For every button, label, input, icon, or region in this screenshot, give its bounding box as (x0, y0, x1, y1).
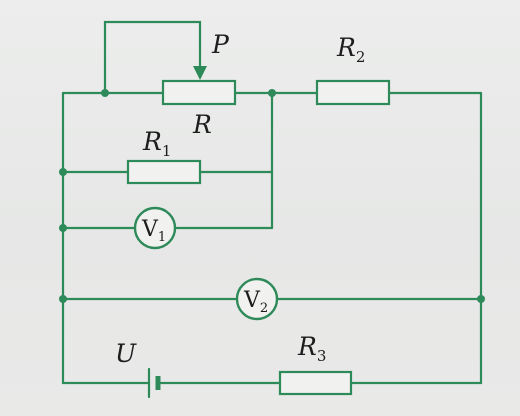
slider-wire (103, 20, 202, 95)
label-r1: R1 (142, 127, 171, 160)
node-r1-left (59, 168, 67, 176)
label-v2: V2 (243, 288, 268, 316)
junction-nodes (59, 89, 485, 303)
resistor-r2 (315, 79, 391, 106)
r1-branch (61, 159, 274, 185)
rheostat-r (161, 79, 237, 106)
resistor-r3 (278, 370, 353, 396)
slider-contact (103, 20, 207, 95)
resistor-r1 (126, 159, 202, 185)
node-v1-left (59, 224, 67, 232)
label-r3: R3 (297, 332, 326, 365)
label-r2: R2 (336, 33, 365, 66)
label-slider-p: P (211, 30, 230, 59)
node-slider-left (101, 89, 109, 97)
label-v1: V1 (141, 217, 166, 245)
slider-arrow-icon (193, 66, 207, 80)
node-top-mid (268, 89, 276, 97)
label-source-u: U (115, 339, 137, 368)
v2-branch (61, 277, 483, 321)
bottom-branch (61, 367, 483, 399)
v1-branch (61, 206, 274, 250)
label-rheostat-r: R (192, 110, 212, 139)
node-v2-left (59, 295, 67, 303)
node-v2-right (477, 295, 485, 303)
